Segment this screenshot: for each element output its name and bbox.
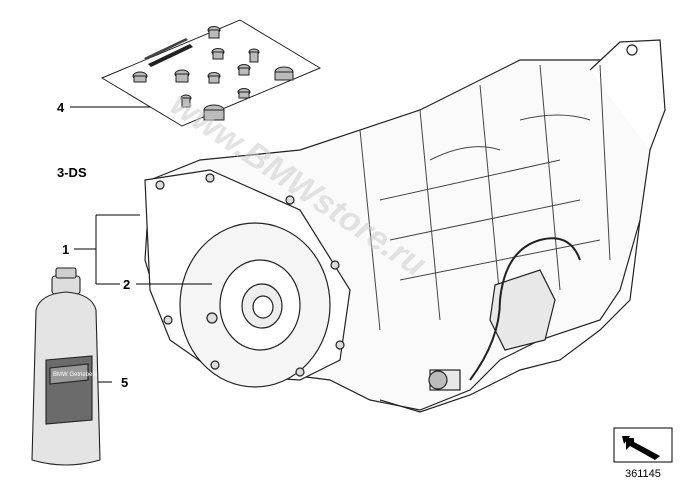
reference-number: 361145	[625, 468, 661, 480]
bottle-label-text: BMW Getriebeöl	[53, 372, 97, 378]
callout-5: 5	[121, 375, 129, 390]
oil-bottle: BMW Getriebeöl	[31, 267, 101, 466]
callout-2: 2	[123, 277, 131, 292]
small-parts-kit	[100, 19, 322, 127]
callout-1: 1	[62, 242, 70, 257]
diagonal-arrow-icon	[613, 427, 673, 463]
transmission-assembly	[144, 39, 666, 413]
callout-3-ds: 3-DS	[57, 165, 87, 180]
callout-4: 4	[57, 100, 65, 115]
leader-lines	[70, 106, 212, 383]
